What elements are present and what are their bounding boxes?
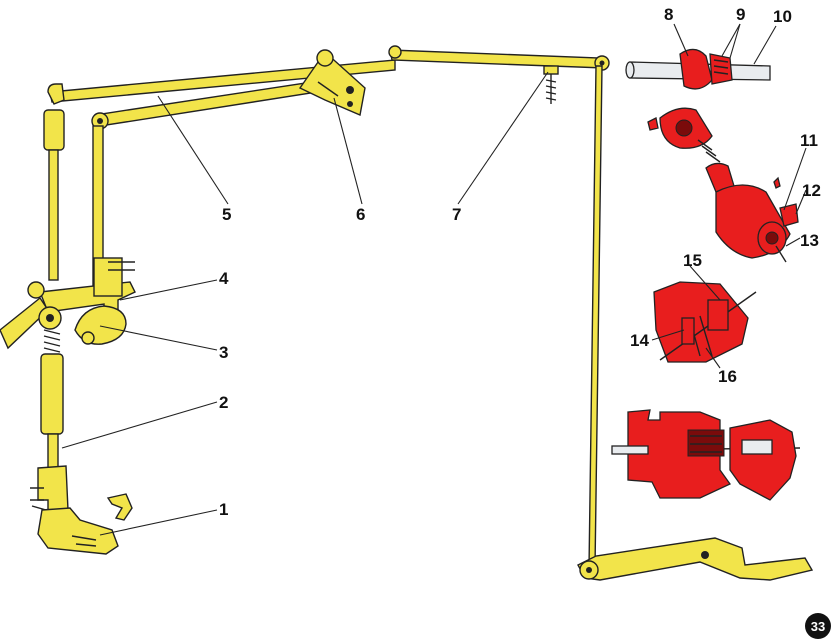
upper-right-bar bbox=[389, 49, 606, 69]
section-coupling bbox=[729, 419, 797, 501]
upper-sleeve bbox=[43, 109, 65, 151]
callout-7: 7 bbox=[452, 205, 461, 224]
fan-detail bbox=[653, 281, 757, 363]
callout-14: 14 bbox=[630, 331, 649, 350]
callout-16: 16 bbox=[718, 367, 737, 386]
callout-5: 5 bbox=[222, 205, 231, 224]
lower-sleeve bbox=[40, 353, 64, 435]
callout-13: 13 bbox=[800, 231, 819, 250]
lift-lever-handle bbox=[0, 296, 49, 350]
callout-2: 2 bbox=[219, 393, 228, 412]
needle-guard bbox=[106, 493, 133, 521]
figure-badge: 33 bbox=[805, 613, 831, 639]
fan-housing bbox=[653, 281, 749, 363]
callout-8: 8 bbox=[664, 5, 673, 24]
callout-1: 1 bbox=[219, 500, 228, 519]
leader-lines bbox=[61, 23, 807, 536]
cross-section-detail bbox=[611, 409, 801, 501]
callout-6: 6 bbox=[356, 205, 365, 224]
callout-11: 11 bbox=[800, 131, 818, 150]
callout-3: 3 bbox=[219, 343, 228, 362]
callout-labels: 1 2 3 4 5 6 7 8 9 10 11 12 13 14 15 16 bbox=[219, 5, 821, 519]
presser-foot bbox=[37, 507, 119, 555]
gear-9 bbox=[709, 53, 733, 85]
gear-shaft-detail bbox=[625, 48, 771, 90]
presser-foot-holder bbox=[37, 465, 69, 513]
callout-9: 9 bbox=[736, 5, 745, 24]
motor-exploded-detail bbox=[647, 107, 799, 263]
yellow-linkage bbox=[0, 45, 814, 581]
right-vertical-rod bbox=[588, 65, 603, 569]
left-top-corner bbox=[47, 83, 65, 105]
gear-8 bbox=[679, 48, 713, 90]
knee-lever bbox=[577, 537, 814, 581]
callout-12: 12 bbox=[802, 181, 821, 200]
figure-number: 33 bbox=[811, 619, 825, 634]
callout-10: 10 bbox=[773, 7, 792, 26]
bracket-12 bbox=[779, 203, 799, 227]
callout-15: 15 bbox=[683, 251, 702, 270]
callout-4: 4 bbox=[219, 269, 229, 288]
